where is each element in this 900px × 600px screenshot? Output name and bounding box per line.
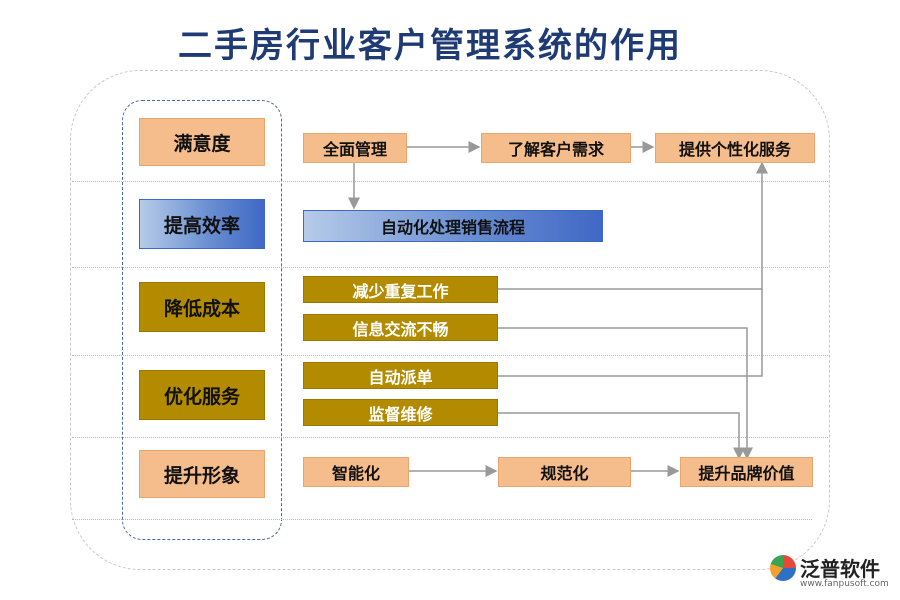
logo-icon <box>770 554 796 581</box>
flow-label: 全面管理 <box>322 140 387 159</box>
category-label: 降低成本 <box>163 297 240 320</box>
flow-supervise-repair: 监督维修 <box>303 399 498 426</box>
flow-label: 自动派单 <box>368 367 433 387</box>
row-separator <box>72 181 828 182</box>
logo-url: www.fanpusoft.com <box>800 579 889 589</box>
row-separator <box>72 267 828 268</box>
flow-label: 规范化 <box>540 464 589 483</box>
flow-label: 了解客户需求 <box>507 140 604 159</box>
row-separator <box>72 437 828 438</box>
flow-understand-needs: 了解客户需求 <box>481 133 631 163</box>
flow-label: 自动化处理销售流程 <box>380 218 525 237</box>
flow-brand-value: 提升品牌价值 <box>680 457 813 487</box>
category-column <box>122 100 282 540</box>
category-image: 提升形象 <box>139 450 265 498</box>
arrow-line <box>498 289 763 377</box>
category-label: 优化服务 <box>163 385 240 408</box>
flow-label: 提升品牌价值 <box>698 464 795 483</box>
category-service: 优化服务 <box>139 370 265 420</box>
flow-comprehensive-management: 全面管理 <box>303 133 407 163</box>
category-cost: 降低成本 <box>139 282 265 332</box>
flow-label: 监督维修 <box>368 404 433 424</box>
category-label: 提高效率 <box>163 214 240 237</box>
flow-personalized-service: 提供个性化服务 <box>655 133 815 163</box>
flow-intelligent: 智能化 <box>303 457 409 487</box>
flow-label: 智能化 <box>331 464 380 483</box>
category-efficiency: 提高效率 <box>139 199 265 249</box>
outer-frame <box>70 70 830 570</box>
arrow-line <box>498 412 745 460</box>
page-title: 二手房行业客户管理系统的作用 <box>178 26 682 66</box>
flow-auto-sales-process: 自动化处理销售流程 <box>303 210 603 242</box>
flow-auto-dispatch: 自动派单 <box>303 362 498 389</box>
flow-reduce-repetition: 减少重复工作 <box>303 276 498 303</box>
flow-label: 减少重复工作 <box>352 281 449 301</box>
arrow-line <box>498 327 753 460</box>
flow-standardized: 规范化 <box>498 457 631 487</box>
brand-logo: 泛普软件 <box>770 553 880 582</box>
row-separator <box>72 519 812 520</box>
row-separator <box>72 355 828 356</box>
category-label: 满意度 <box>173 132 231 155</box>
flow-label: 信息交流不畅 <box>352 319 449 339</box>
logo-name: 泛普软件 <box>800 557 880 581</box>
category-label: 提升形象 <box>163 464 240 487</box>
flow-label: 提供个性化服务 <box>678 140 791 159</box>
flow-poor-communication: 信息交流不畅 <box>303 314 498 341</box>
category-satisfaction: 满意度 <box>139 118 265 166</box>
